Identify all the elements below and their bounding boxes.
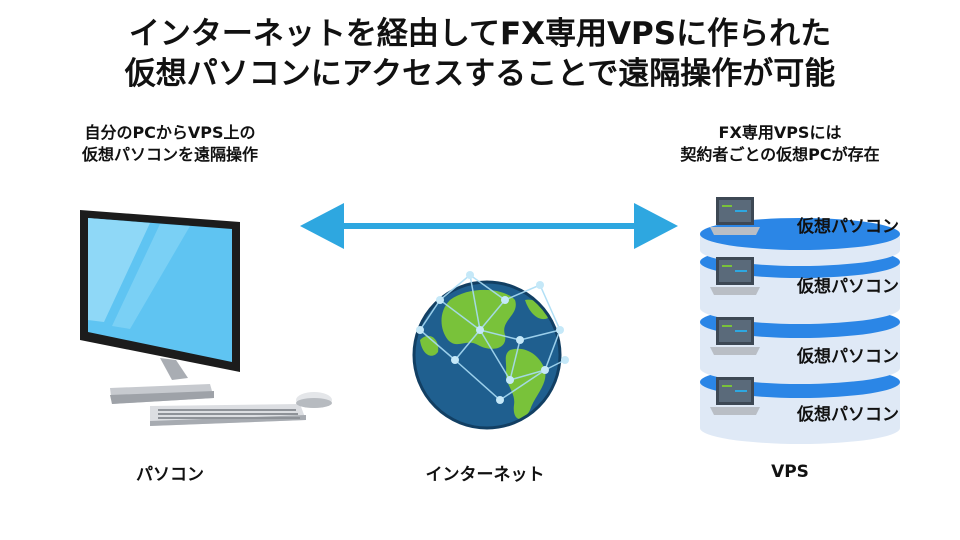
left-caption-line-2: 仮想パソコンを遠隔操作 xyxy=(81,145,258,164)
left-caption: 自分のPCからVPS上の 仮想パソコンを遠隔操作 xyxy=(20,122,320,166)
double-arrow xyxy=(300,203,678,249)
right-caption-line-2: 契約者ごとの仮想PCが存在 xyxy=(680,145,880,164)
virtual-pc-label-2: 仮想パソコン xyxy=(797,277,899,297)
laptop-icon xyxy=(710,257,760,295)
title-line-1: インターネットを経由してFX専用VPSに作られた xyxy=(128,16,832,52)
right-caption-line-1: FX専用VPSには xyxy=(718,123,842,142)
left-caption-line-1: 自分のPCからVPS上の xyxy=(84,123,256,142)
page-title: インターネットを経由してFX専用VPSに作られた 仮想パソコンにアクセスすること… xyxy=(0,14,960,94)
laptop-icon xyxy=(710,197,760,235)
pc-label: パソコン xyxy=(136,465,204,485)
virtual-pc-label-4: 仮想パソコン xyxy=(797,405,899,425)
vps-label: VPS xyxy=(771,462,809,482)
desktop-computer-icon xyxy=(80,210,332,426)
globe-icon xyxy=(412,271,569,430)
title-line-2: 仮想パソコンにアクセスすることで遠隔操作が可能 xyxy=(124,56,836,92)
virtual-pc-label-1: 仮想パソコン xyxy=(797,217,899,237)
laptop-icon xyxy=(710,317,760,355)
virtual-pc-label-3: 仮想パソコン xyxy=(797,347,899,367)
internet-label: インターネット xyxy=(425,465,545,485)
laptop-icon xyxy=(710,377,760,415)
right-caption: FX専用VPSには 契約者ごとの仮想PCが存在 xyxy=(630,122,930,166)
